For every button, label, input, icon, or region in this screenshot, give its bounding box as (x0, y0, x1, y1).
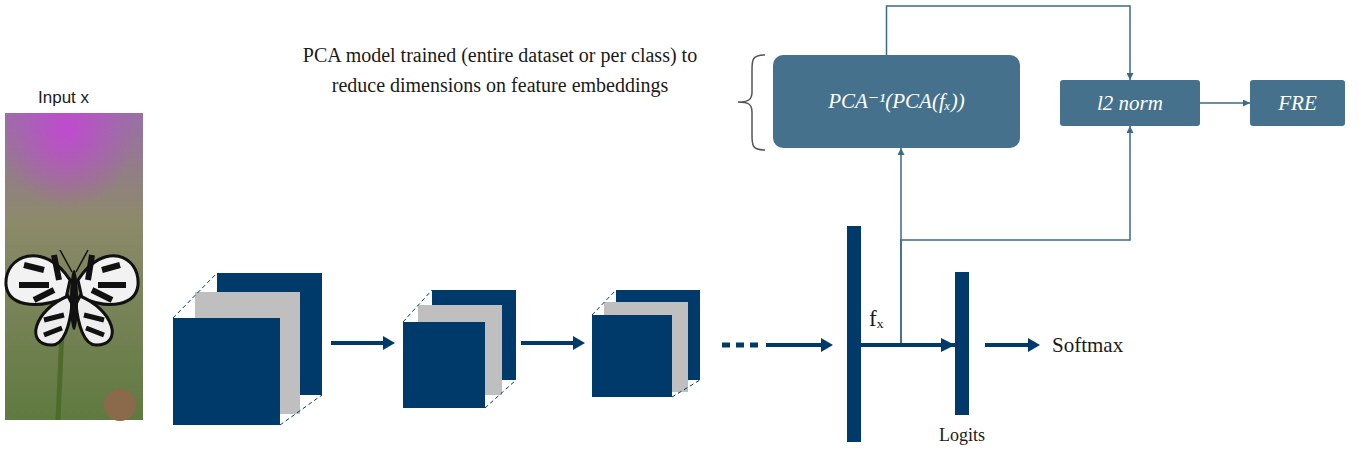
bar-label: fₓ (869, 306, 883, 332)
pca-box: PCA⁻¹(PCA(fₓ)) (773, 55, 1020, 148)
bar-label: Logits (939, 425, 985, 446)
connector (861, 148, 901, 345)
connector (1200, 102, 1250, 104)
logits-bar: Logits (955, 272, 969, 415)
box-label: l2 norm (1097, 91, 1163, 116)
flow-arrow (861, 343, 955, 347)
fre-box: FRE (1250, 80, 1345, 126)
conv-block (592, 290, 700, 397)
feature-bar: fₓ (847, 226, 861, 442)
box-label: FRE (1278, 91, 1316, 116)
input-image (5, 113, 143, 421)
flow-arrow (331, 336, 1040, 352)
norm-box: l2 norm (1060, 80, 1200, 126)
input-label: Input x (38, 88, 89, 108)
connector (861, 126, 1130, 345)
conv-block (173, 273, 322, 425)
conv-block (403, 290, 516, 408)
softmax-label: Softmax (1052, 333, 1123, 358)
curly-brace (738, 55, 765, 150)
box-label: PCA⁻¹(PCA(fₓ)) (828, 89, 964, 114)
annotation-note: PCA model trained (entire dataset or per… (300, 40, 700, 100)
